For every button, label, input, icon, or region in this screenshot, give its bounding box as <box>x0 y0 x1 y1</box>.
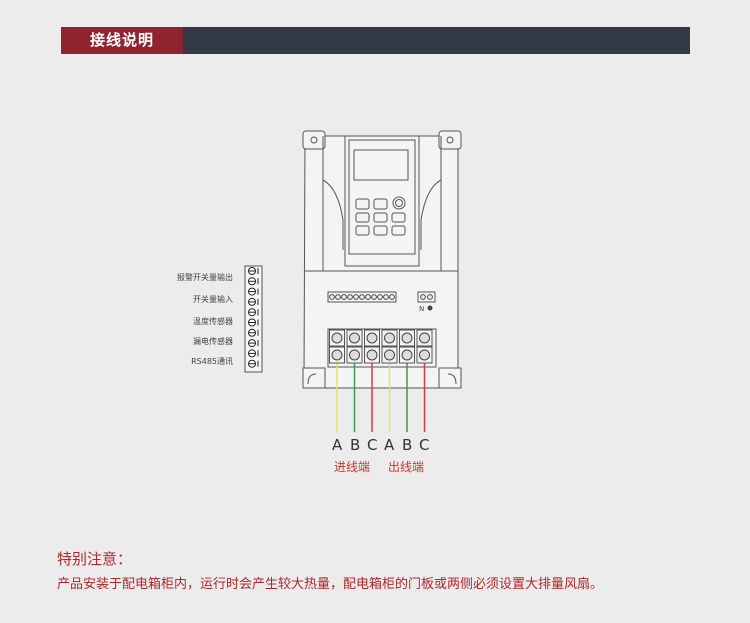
screw-icon <box>389 294 395 300</box>
phase-letter: B <box>350 436 361 454</box>
screw-icon <box>331 349 343 361</box>
screw-icon <box>347 294 353 300</box>
input-terminal-label: 进线端 <box>334 460 371 474</box>
screw-icon <box>366 349 378 361</box>
screw-icon <box>331 332 343 344</box>
terminal-label: 温度传感器 <box>193 317 233 326</box>
screw-icon <box>329 294 335 300</box>
terminal-label: 报警开关量输出 <box>177 273 233 282</box>
screw-icon <box>384 332 395 344</box>
terminal-label: RS485通讯 <box>191 357 233 366</box>
terminal-label: 漏电传感器 <box>193 337 233 346</box>
screw-icon <box>359 294 365 300</box>
phase-letter: C <box>367 436 378 454</box>
inverter-body <box>303 135 459 389</box>
display-screen <box>353 149 409 181</box>
screw-icon <box>349 332 360 344</box>
keypad-buttons <box>355 196 406 236</box>
phase-letter: A <box>332 436 343 454</box>
screw-icon <box>377 294 383 300</box>
screw-icon <box>420 294 426 300</box>
output-terminal-label: 出线端 <box>388 460 425 474</box>
keypad-panel <box>348 139 416 255</box>
note-title: 特别注意： <box>57 550 133 568</box>
screw-icon <box>427 294 433 300</box>
screw-icon <box>366 332 378 344</box>
screw-icon <box>419 332 430 344</box>
terminal-label: 开关量输入 <box>193 295 233 304</box>
screw-icon <box>335 294 341 300</box>
screw-icon <box>365 294 371 300</box>
screw-icon <box>419 349 430 361</box>
ground-icon <box>427 305 433 311</box>
screw-icon <box>349 349 360 361</box>
screw-icon <box>383 294 389 300</box>
n-label: N <box>419 305 425 313</box>
control-terminal-strip <box>327 291 397 303</box>
section-header-bar: 接线说明 <box>61 27 690 54</box>
screw-icon <box>341 294 347 300</box>
screw-icon <box>401 332 413 344</box>
n-terminal <box>417 291 436 303</box>
power-terminal-block <box>327 328 437 368</box>
screw-icon <box>384 349 395 361</box>
screw-icon <box>371 294 377 300</box>
screw-icon <box>353 294 359 300</box>
phase-letter: A <box>384 436 395 454</box>
note-text: 产品安装于配电箱柜内，运行时会产生较大热量，配电箱柜的门板或两侧必须设置大排量风… <box>57 577 604 592</box>
phase-letter: B <box>402 436 413 454</box>
screw-icon <box>401 349 413 361</box>
phase-letter: C <box>419 436 430 454</box>
section-title: 接线说明 <box>61 27 183 54</box>
